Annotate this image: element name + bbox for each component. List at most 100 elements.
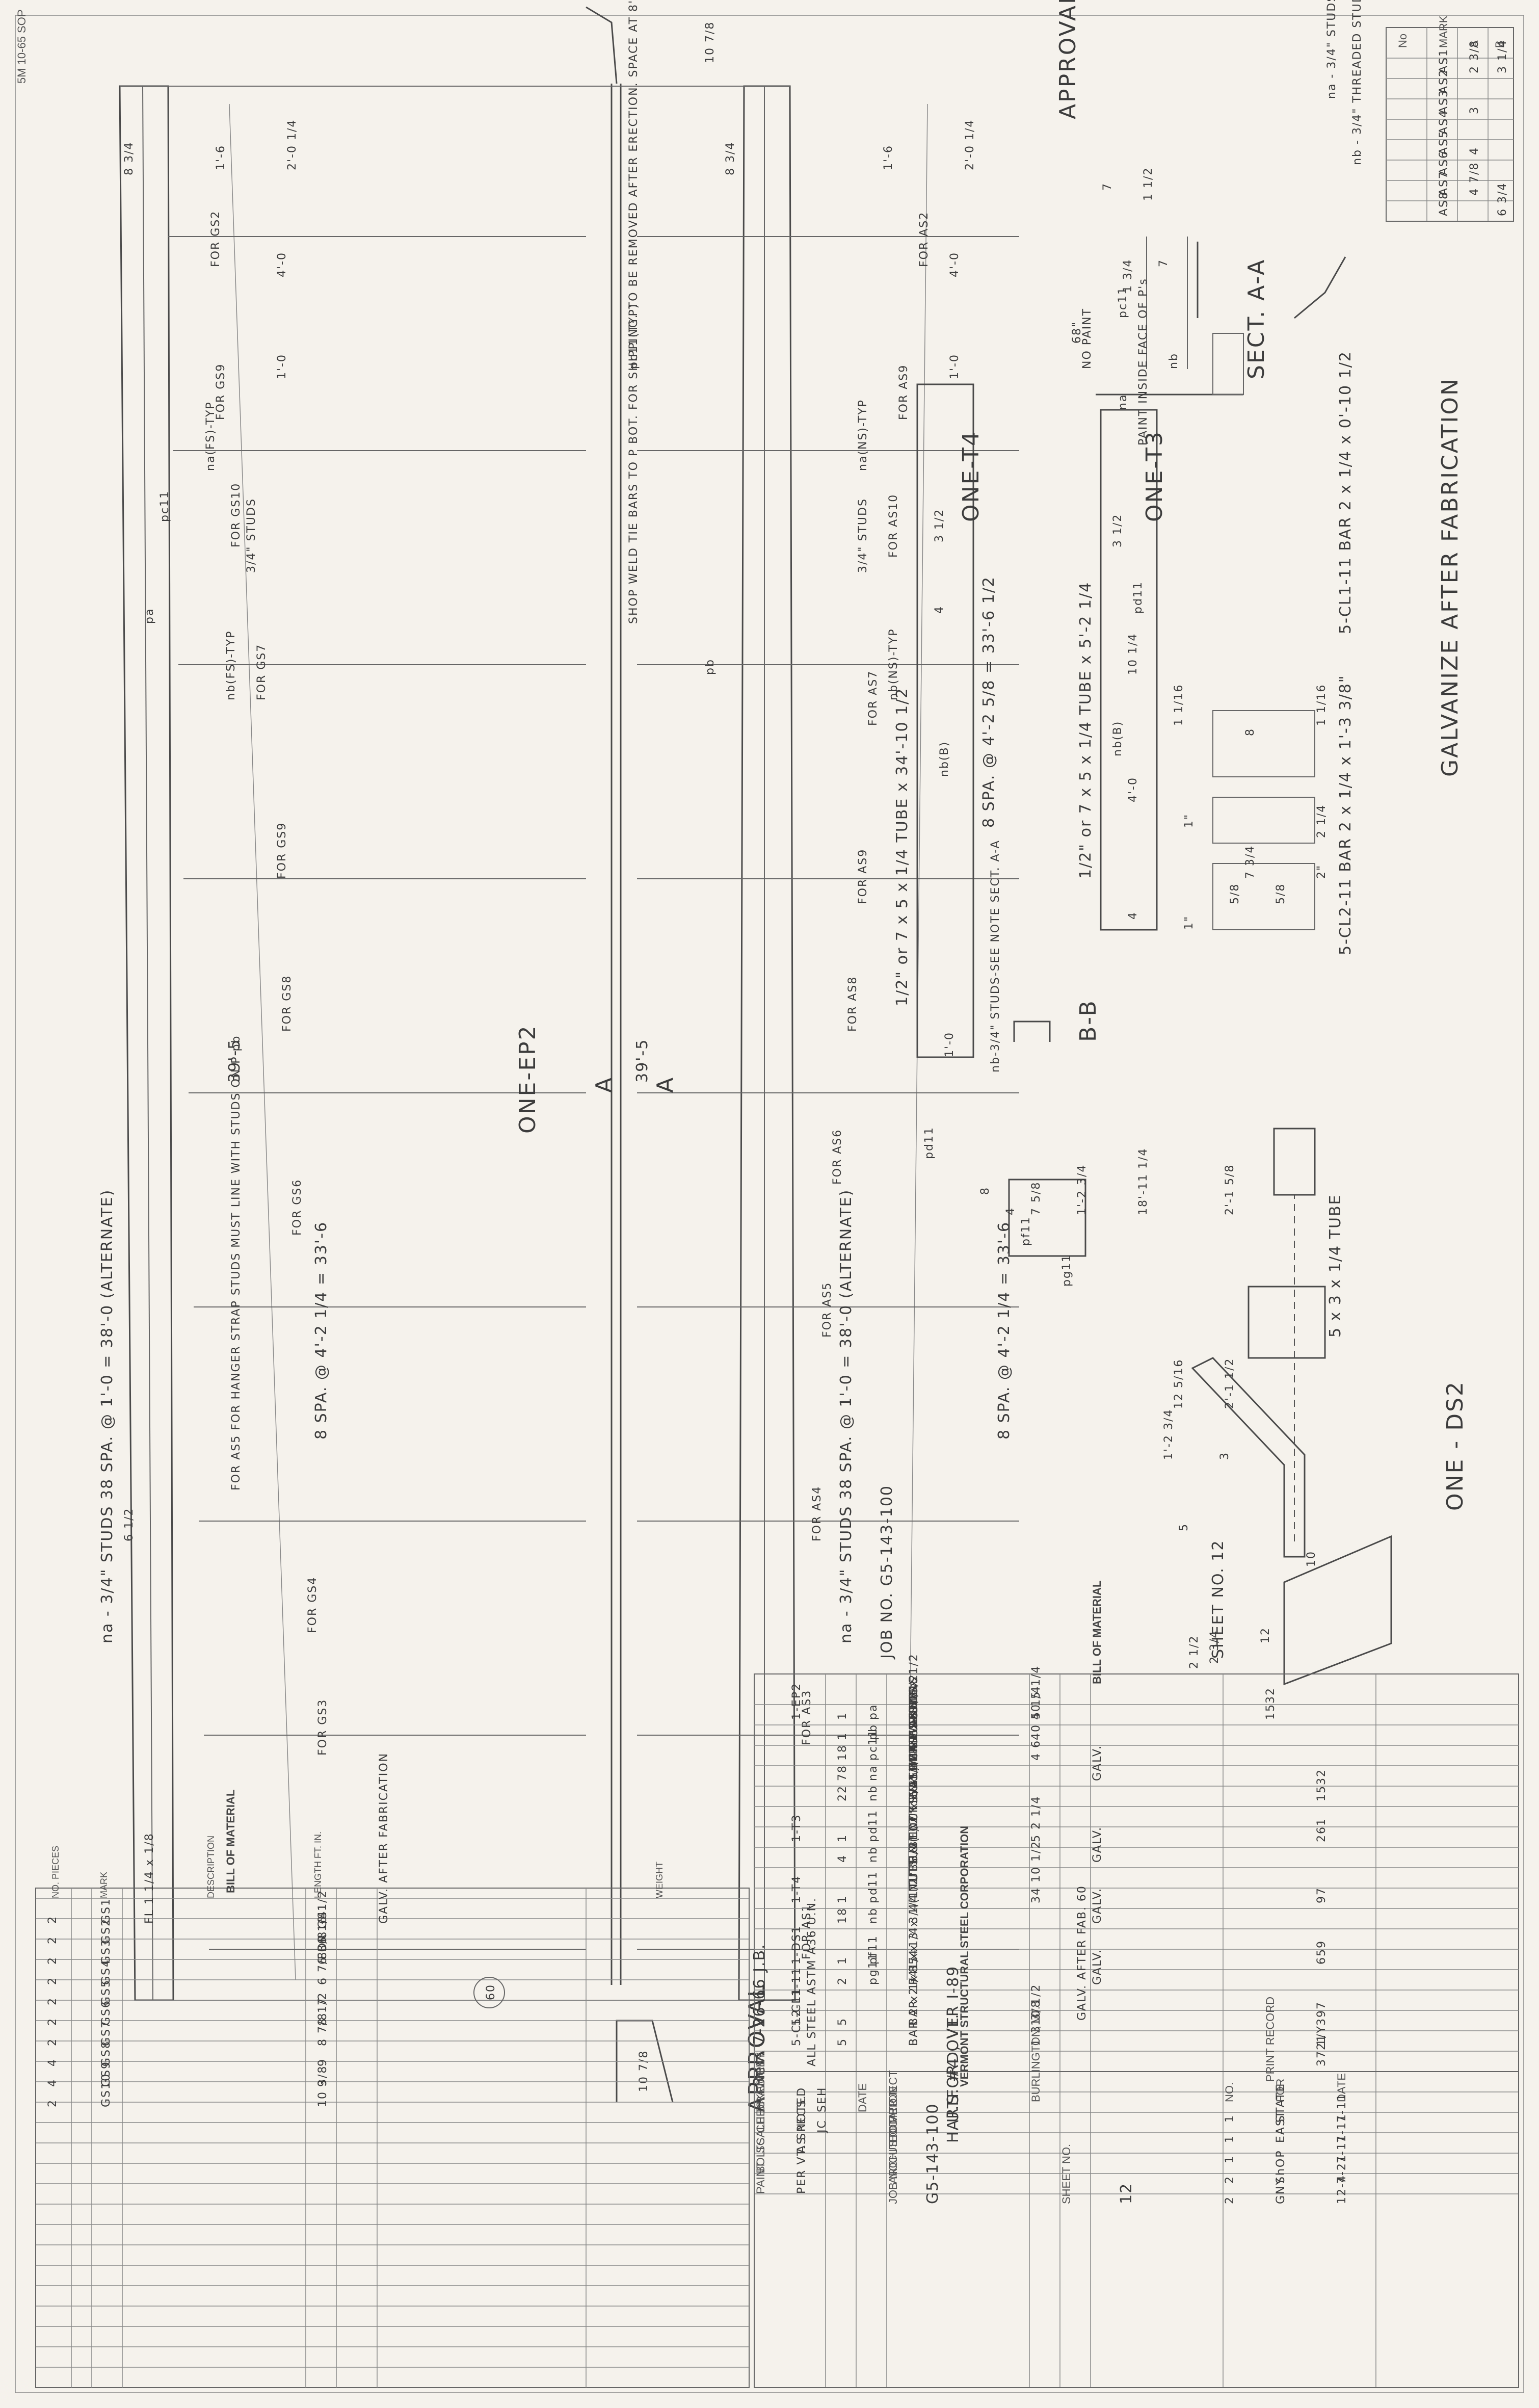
- t3-tube: [1100, 409, 1158, 931]
- mark-row-8: AS8: [1438, 191, 1450, 216]
- girder-top-flange-line: [142, 86, 153, 2001]
- bom-upper-header-mark: MARK: [99, 1872, 109, 1898]
- bom-lower-weight-3: 659: [1315, 1940, 1328, 1965]
- t4-desc: 1/2" or 7 x 5 x 1/4 TUBE x 34'-10 1/2: [893, 688, 911, 1006]
- print-r4-no: 2: [1224, 2176, 1236, 2184]
- cl2-dim-a: 5/8: [1275, 883, 1287, 904]
- bom-u-r9-l: 9: [316, 2079, 329, 2087]
- t3-dim-c: 4'-0: [1127, 777, 1139, 802]
- cl1-bar-section: [1212, 797, 1315, 844]
- mark-row-3: AS3: [1438, 89, 1450, 114]
- cl2-title: 5-CL2-11 BAR 2 x 1/4 x 1'-3 3/8": [1337, 674, 1355, 955]
- mark-row-2: AS2: [1438, 69, 1450, 94]
- t4-pd11: pd11: [923, 1127, 936, 1159]
- section-aa-nb-note: nb - 3/4" THREADED STUDS PLATED, GALVANI…: [1351, 0, 1364, 165]
- ds2-dim-3: 7 5/8: [1030, 1182, 1043, 1215]
- ds2-dim-7: 1'-2 3/4: [1162, 1409, 1175, 1460]
- t3-dim-d: 4: [1127, 911, 1139, 920]
- label-for-gs3: FOR GS3: [316, 1699, 329, 1756]
- section-aa: SECT. A-A nb - 3/4" THREADED STUDS PLATE…: [1071, 0, 1364, 446]
- t4-title: ONE-T4: [958, 430, 984, 522]
- mark-row-10-b: 6 3/4: [1496, 182, 1509, 216]
- bom-lower-weight-5: 1/Y: [1315, 2025, 1328, 2046]
- bom-l-r2-d: P 18 x 1/2: [908, 1673, 920, 1740]
- bom-upper-circle: [473, 1977, 505, 2008]
- bom-u-r8-m: GS8: [100, 2040, 113, 2066]
- label-studs-ns: 3/4" STUDS: [857, 498, 869, 573]
- bom-lower-galv-note: GALV. AFTER FAB. 60: [1076, 1885, 1089, 2021]
- section-a-marker-bottom: A: [652, 1076, 678, 1093]
- bom-l-r2-m: pb: [867, 1724, 880, 1740]
- bom-u-r6-m: GS6: [100, 2000, 113, 2026]
- bom-u-r9-n: 4: [46, 2079, 59, 2087]
- print-r3-no: 1: [1224, 2155, 1236, 2163]
- label-studs-fs: 3/4" STUDS: [245, 498, 258, 573]
- label-for-as10: FOR AS10: [887, 494, 900, 558]
- cl1-dim-a: 1 1/16: [1173, 684, 1185, 726]
- mark-row-3-a: 3: [1468, 106, 1481, 114]
- bom-l-r7-m: nb: [867, 1846, 880, 1863]
- bom-lower-galv-2: GALV.: [1091, 1888, 1104, 1924]
- stud-line-upper: [229, 103, 296, 1980]
- bom-l-r1-mark: 1-EP2: [790, 1683, 803, 1720]
- print-r4-for: ShOP: [1275, 2150, 1287, 2184]
- bom-u-r7-l: 8 7/8: [316, 2012, 329, 2046]
- tube-t3-t4: ONE-T3 ONE-T4 1/2" or 7 x 5 x 1/4 TUBE x…: [893, 383, 1167, 1159]
- girder-bottom-web: [738, 85, 796, 2001]
- print-r1-no: 1: [1224, 2114, 1236, 2123]
- project: U.S. #4 OVER I-89: [944, 1966, 962, 2123]
- mark-row-6: AS6: [1438, 150, 1450, 175]
- section-aa-dim-2: 1 1/2: [1142, 167, 1155, 201]
- ds2-dim-2: 1'-2 3/4: [1076, 1164, 1089, 1215]
- mark-row-1-b: 3 1/4: [1496, 40, 1509, 73]
- bom-l-r8-mark: 1-T4: [790, 1875, 803, 1903]
- cl2-dim-d: 2": [1315, 865, 1328, 879]
- label-for-gs9: FOR GS9: [215, 363, 227, 420]
- sheet-number: 12: [1118, 2183, 1135, 2204]
- bom-l-r10-n: 1: [836, 1956, 849, 1965]
- bom-upper-rows: [36, 1888, 749, 2388]
- bom-l-r12-n: 5: [836, 2018, 849, 2026]
- cl2-bar-plan: [1212, 863, 1315, 930]
- bom-l-r6-m: pd11: [867, 1810, 880, 1842]
- girder-title: ONE-EP2: [515, 1024, 541, 1134]
- print-r2-date: 7-11: [1336, 2113, 1348, 2143]
- checked-by: JC: [816, 2119, 829, 2134]
- label-pa: pa: [143, 608, 156, 624]
- mark-table: No MARK A B AS1 AS2 AS3 AS4 AS5 AS6 AS7 …: [1212, 15, 1514, 395]
- ds2-dim-10: 3: [1218, 1452, 1231, 1460]
- bom-l-r1-n: 1: [836, 1712, 849, 1720]
- print-r2-for: EAST: [1275, 2110, 1287, 2143]
- ds2-straight-tube: [1273, 1128, 1316, 1196]
- section-bb-note: nb-3/4" STUDS-SEE NOTE SECT. A-A: [989, 840, 1002, 1072]
- bom-u-r4-n: 2: [46, 1977, 59, 1985]
- ds2-dim-13: 2 3/4: [1208, 1630, 1221, 1664]
- bom-l-r3-n: 18: [836, 1744, 849, 1761]
- sheet-border: [15, 15, 1524, 2393]
- bom-l-r4-d: 3/4" STUDS: [908, 1706, 920, 1781]
- bom-u-r7-n: 2: [46, 2038, 59, 2046]
- ds2-dim-11: 10: [1305, 1551, 1318, 1567]
- bom-l-r3-d: BAR 2 x 1/4: [908, 1684, 920, 1761]
- label-nb-fs-typ: nb(FS)-TYP: [225, 631, 237, 700]
- mark-row-7: AS7: [1438, 171, 1450, 196]
- bom-upper-galv-note: GALV. AFTER FABRICATION: [378, 1752, 390, 1924]
- location: HARTFORD, VT.: [944, 2013, 962, 2143]
- dim-2-0-b: 2'-0 1/4: [286, 119, 299, 170]
- bom-l-r6-d: (1/2" TUBE) 7 x 5 x 1/4: [908, 1690, 920, 1842]
- dim-6-1-2: 6 1/2: [123, 1508, 136, 1541]
- ds2-skew-view: [1283, 1535, 1392, 1686]
- bom-u-r2-m: GS2: [100, 1918, 113, 1944]
- scale: AS NOTED: [795, 2087, 808, 2153]
- section-aa-title: SECT. A-A: [1243, 258, 1269, 379]
- t3-title: ONE-T3: [1142, 430, 1167, 522]
- bom-u-r1-m: GS1: [100, 1898, 113, 1924]
- bom-u-r1-n: 2: [46, 1916, 59, 1924]
- mark-row-7-a: 4 7/8: [1468, 162, 1481, 196]
- ds2-dim-1: 18'-11 1/4: [1137, 1148, 1150, 1215]
- bom-u-r1-l: 6 1/2: [316, 1890, 329, 1924]
- print-r4-date: 7-21: [1336, 2154, 1348, 2184]
- bom-l-r6-l: 5 2 1/4: [1030, 1796, 1043, 1842]
